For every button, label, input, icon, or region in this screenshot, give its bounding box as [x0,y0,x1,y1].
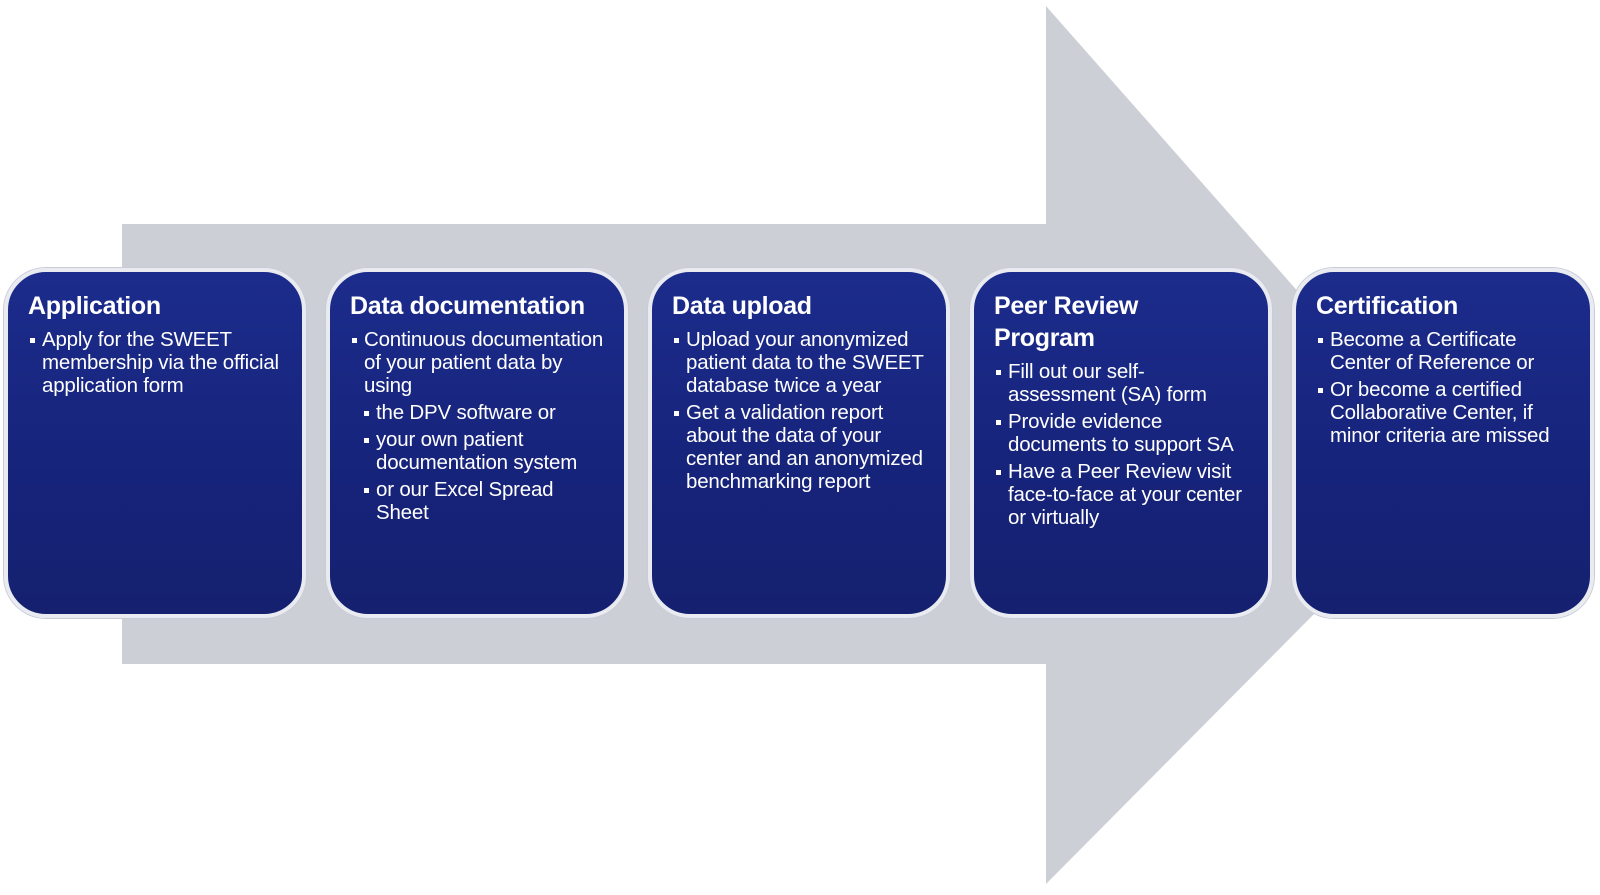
step-title: Application [28,292,161,320]
sub-list-item: the DPV software or [350,401,606,424]
bullet-list: Upload your anonymized patient data to t… [672,328,928,493]
sub-list-item: or our Excel Spread Sheet [350,478,606,524]
step-box-certification: Certification Become a Certificate Cente… [1292,268,1594,618]
list-item: Apply for the SWEET membership via the o… [28,328,284,397]
list-item: Or become a certified Collaborative Cent… [1316,378,1572,447]
list-item: Become a Certificate Center of Reference… [1316,328,1572,374]
step-box-peer-review: Peer Review Program Fill out our self-as… [970,268,1272,618]
step-box-application: Application Apply for the SWEET membersh… [4,268,306,618]
list-item: Have a Peer Review visit face-to-face at… [994,460,1250,529]
list-item: Get a validation report about the data o… [672,401,928,493]
list-item: Fill out our self-assessment (SA) form [994,360,1250,406]
step-box-data-documentation: Data documentation Continuous documentat… [326,268,628,618]
step-title: Peer Review Program [994,292,1139,352]
list-item: Upload your anonymized patient data to t… [672,328,928,397]
step-title: Certification [1316,292,1458,320]
step-title: Data documentation [350,292,585,320]
bullet-list: Fill out our self-assessment (SA) form P… [994,360,1250,529]
step-box-data-upload: Data upload Upload your anonymized patie… [648,268,950,618]
list-item: Continuous documentation of your patient… [350,328,606,397]
bullet-list: Become a Certificate Center of Reference… [1316,328,1572,447]
bullet-list: Apply for the SWEET membership via the o… [28,328,284,397]
sub-list-item: your own patient documentation system [350,428,606,474]
bullet-list: Continuous documentation of your patient… [350,328,606,524]
step-title: Data upload [672,292,812,320]
list-item: Provide evidence documents to support SA [994,410,1250,456]
